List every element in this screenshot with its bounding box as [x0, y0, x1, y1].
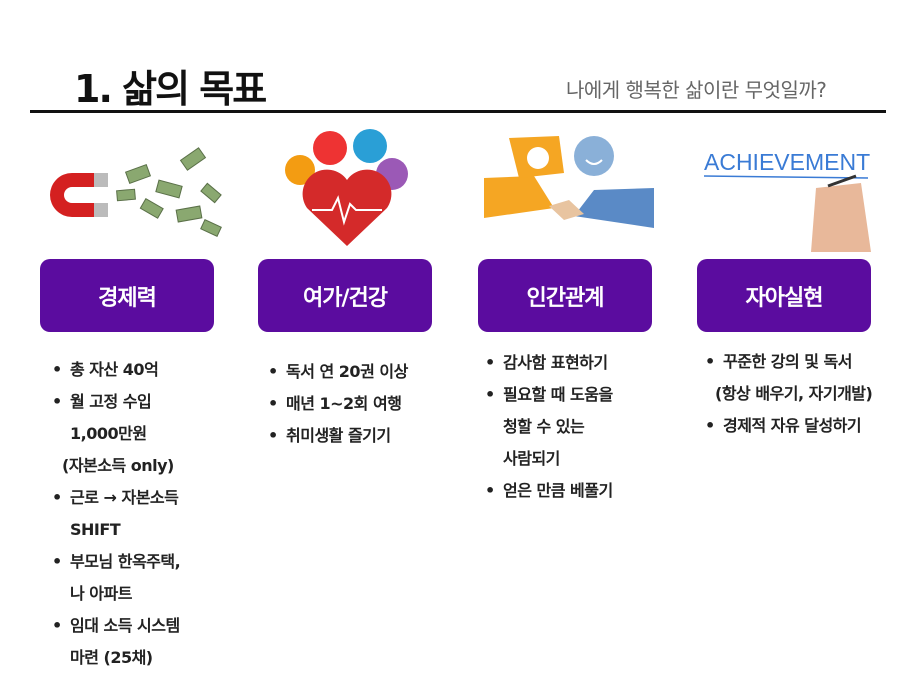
- list-item: 사람되기: [503, 449, 560, 468]
- list-item: 부모님 한옥주택,: [52, 546, 181, 578]
- list-item: 나 아파트: [70, 584, 132, 603]
- magnet-money-image: [50, 147, 222, 237]
- list-item: 매년 1~2회 여행: [268, 388, 408, 420]
- self-realization-list: 꾸준한 강의 및 독서 (항상 배우기, 자기개발) 경제적 자유 달성하기: [705, 346, 873, 442]
- list-item: 총 자산 40억: [52, 354, 180, 386]
- list-item: 얻은 만큼 베풀기: [485, 475, 613, 507]
- category-relationships: 인간관계: [478, 259, 652, 332]
- relationships-list: 감사함 표현하기 필요할 때 도움을 청할 수 있는 사람되기 얻은 만큼 베풀…: [485, 347, 613, 507]
- title-divider: [30, 110, 886, 113]
- handshake-image: [484, 136, 654, 228]
- list-item: SHIFT: [70, 520, 121, 539]
- list-item: 취미생활 즐기기: [268, 420, 408, 452]
- list-item: 경제적 자유 달성하기: [705, 410, 872, 442]
- achievement-text: ACHIEVEMENT: [704, 149, 870, 175]
- list-item: 임대 소득 시스템: [52, 610, 180, 642]
- list-item: 필요할 때 도움을: [485, 379, 613, 411]
- list-item: 감사함 표현하기: [485, 347, 613, 379]
- page-title: 1. 삶의 목표: [74, 67, 267, 111]
- list-item: (자본소득 only): [62, 456, 174, 475]
- heart-health-image: [285, 129, 408, 246]
- list-item: 1,000만원: [70, 424, 147, 443]
- category-self-realization: 자아실현: [697, 259, 871, 332]
- achievement-image: ACHIEVEMENT: [703, 149, 871, 252]
- list-item: 청할 수 있는: [503, 417, 585, 436]
- category-economy: 경제력: [40, 259, 214, 332]
- list-item: 월 고정 수입: [52, 386, 180, 418]
- list-item: 마련 (25채): [70, 648, 153, 667]
- economy-list: 총 자산 40억 월 고정 수입 1,000만원 (자본소득 only) 근로 …: [52, 354, 181, 674]
- category-leisure-health: 여가/건강: [258, 259, 432, 332]
- list-item: (항상 배우기, 자기개발): [715, 384, 873, 403]
- list-item: 독서 연 20권 이상: [268, 356, 408, 388]
- page-subtitle: 나에게 행복한 삶이란 무엇일까?: [566, 78, 827, 102]
- list-item: 꾸준한 강의 및 독서: [705, 346, 872, 378]
- list-item: 근로 → 자본소득: [52, 482, 180, 514]
- leisure-list: 독서 연 20권 이상 매년 1~2회 여행 취미생활 즐기기: [268, 356, 408, 452]
